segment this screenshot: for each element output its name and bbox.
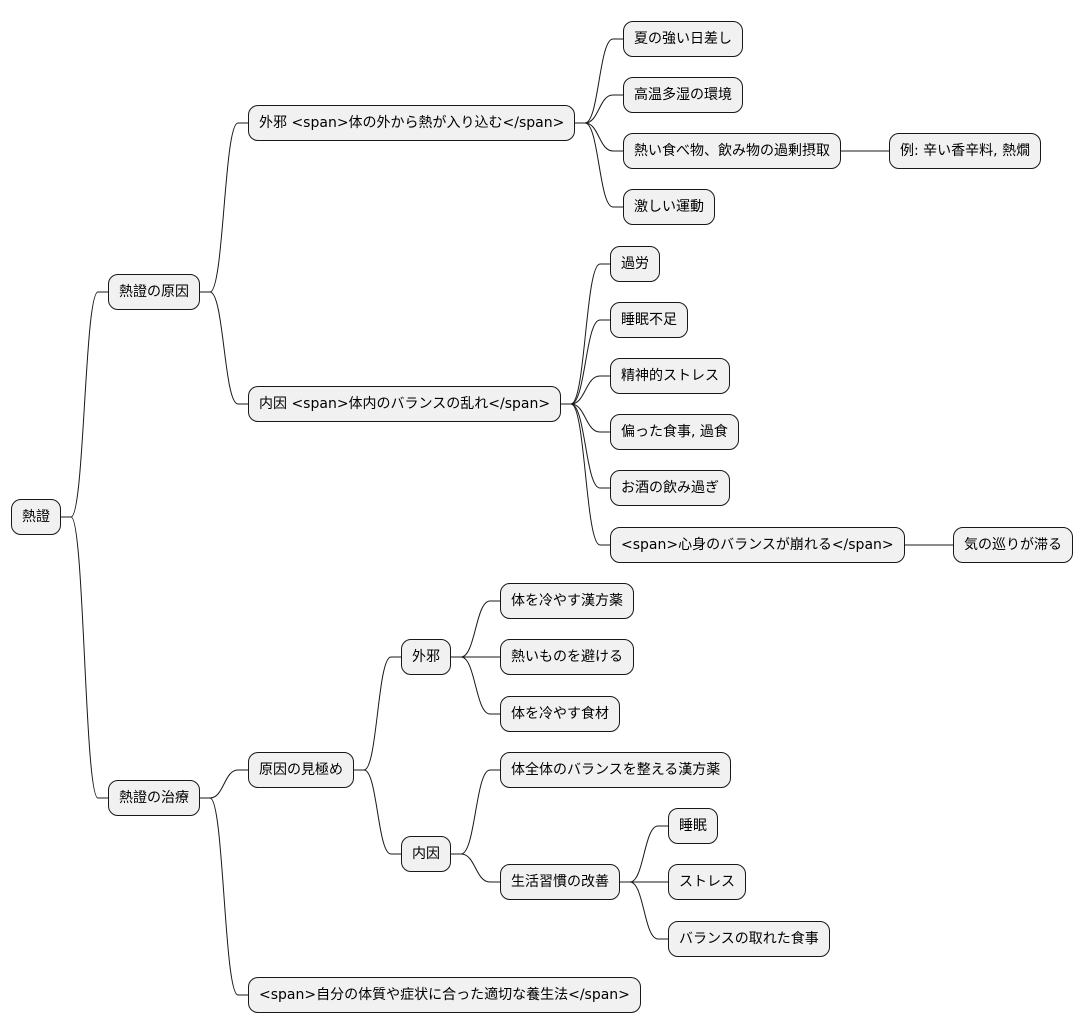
internal-cause-item: 過労 <box>610 246 660 282</box>
internal-cause-node: 内因 <span>体内のバランスの乱れ</span> <box>248 386 562 422</box>
internal-cause-item: 精神的ストレス <box>610 358 730 394</box>
connector-line <box>354 656 401 771</box>
identify-cause-node: 原因の見極め <box>248 752 354 788</box>
connector-line <box>354 769 401 855</box>
connector-line <box>561 263 610 405</box>
connector-line <box>200 769 248 799</box>
internal-cause-item: お酒の飲み過ぎ <box>610 470 730 506</box>
treatment-external-item: 体を冷やす食材 <box>500 696 620 732</box>
connector-line <box>561 319 610 405</box>
connector-line <box>200 797 248 996</box>
connector-line <box>561 403 610 433</box>
external-cause-item: 熱い食べ物、飲み物の過剰摂取 <box>623 133 841 169</box>
connector-line <box>451 656 500 715</box>
internal-cause-item: <span>心身のバランスが崩れる</span> <box>610 527 905 563</box>
treatment-external-node: 外邪 <box>401 639 451 675</box>
connector-line <box>451 853 500 883</box>
internal-cause-item: 睡眠不足 <box>610 302 688 338</box>
connector-line <box>451 769 500 855</box>
regimen-node: <span>自分の体質や症状に合った適切な養生法</span> <box>248 977 641 1013</box>
connector-line <box>61 291 108 518</box>
qi-stagnation-node: 気の巡りが滞る <box>953 527 1073 563</box>
lifestyle-node: 生活習慣の改善 <box>500 864 620 900</box>
external-cause-item: 高温多湿の環境 <box>623 77 743 113</box>
lifestyle-item: 睡眠 <box>668 808 718 844</box>
connector-line <box>575 122 623 208</box>
causes-node: 熱證の原因 <box>108 274 200 310</box>
treatment-external-item: 体を冷やす漢方薬 <box>500 583 634 619</box>
connector-line <box>200 291 248 405</box>
connector-line <box>575 38 623 124</box>
treatment-internal-node: 内因 <box>401 836 451 872</box>
treatment-node: 熱證の治療 <box>108 780 200 816</box>
connector-line <box>451 600 500 658</box>
example-node: 例: 辛い香辛料, 熱燗 <box>889 133 1042 169</box>
external-cause-node: 外邪 <span>体の外から熱が入り込む</span> <box>248 105 576 141</box>
connector-line <box>620 825 668 883</box>
connector-line <box>575 94 623 124</box>
connector-line <box>61 516 108 799</box>
lifestyle-item: バランスの取れた食事 <box>668 921 830 957</box>
connector-line <box>620 881 668 940</box>
connector-line <box>561 375 610 405</box>
balancing-herbal-node: 体全体のバランスを整える漢方薬 <box>500 752 732 788</box>
lifestyle-item: ストレス <box>668 864 746 900</box>
connector-line <box>200 122 248 293</box>
internal-cause-item: 偏った食事, 過食 <box>610 414 739 450</box>
external-cause-item: 激しい運動 <box>623 189 715 225</box>
root-node: 熱證 <box>11 499 61 535</box>
connector-line <box>561 403 610 546</box>
treatment-external-item: 熱いものを避ける <box>500 639 634 675</box>
connector-line <box>575 122 623 152</box>
external-cause-item: 夏の強い日差し <box>623 21 743 57</box>
